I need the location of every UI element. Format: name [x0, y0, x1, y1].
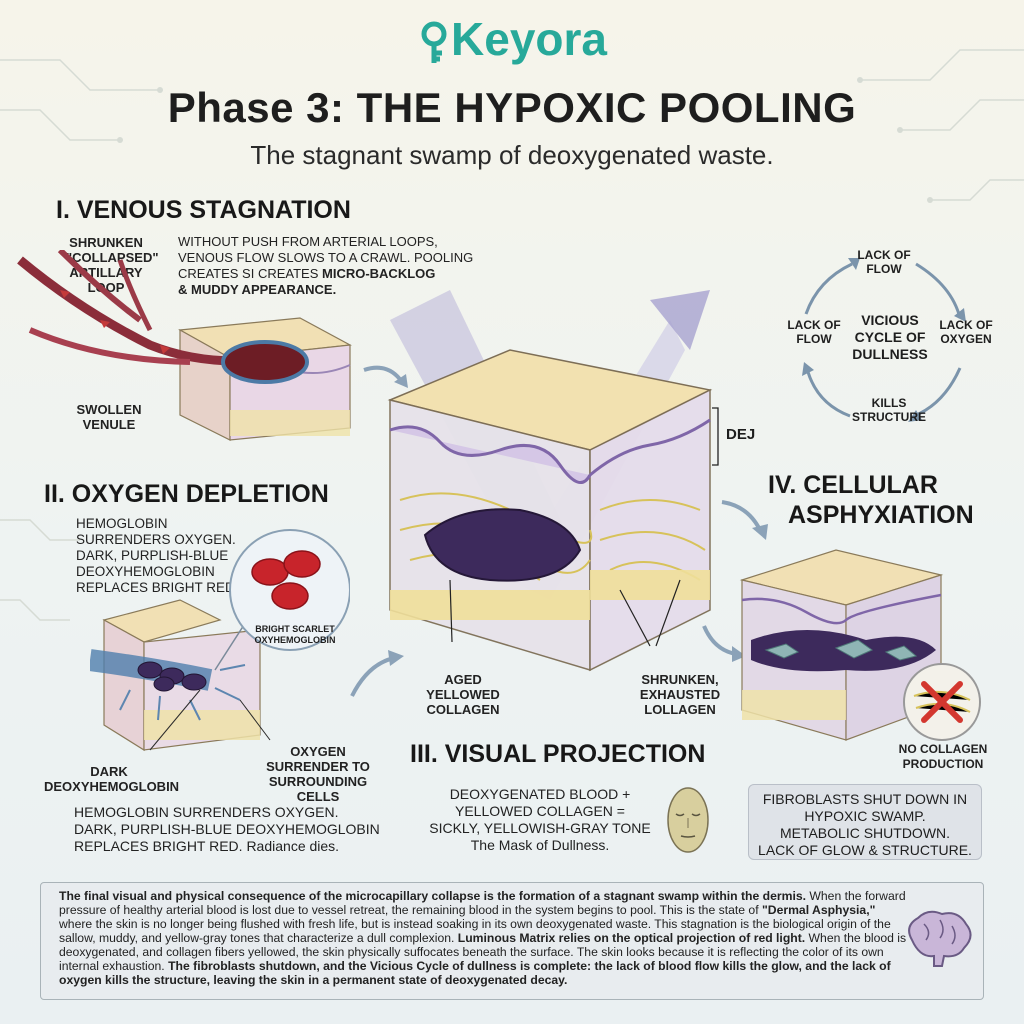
footer-description: The final visual and physical consequenc…	[40, 882, 984, 1000]
brain-icon	[908, 910, 972, 967]
oxygen-description: HEMOGLOBIN SURRENDERS OXYGEN. DARK, PURP…	[76, 516, 239, 595]
venous-skin-block	[17, 250, 352, 441]
brand-logo: Keyora	[0, 12, 1024, 66]
label-swollen-venule: SWOLLEN VENULE	[76, 402, 142, 432]
section-asphyxiation-heading: IV. CELLULAR ASPHYXIATION	[768, 471, 974, 529]
no-collagen-icon	[903, 663, 981, 741]
logo-text: Keyora	[451, 13, 607, 65]
arrow-to-center-2	[350, 650, 404, 697]
section-oxygen-heading: II. OXYGEN DEPLETION	[44, 480, 329, 508]
arrow-to-asphyxiation	[721, 500, 768, 540]
oxygen-skin-block	[90, 529, 350, 752]
arrow-to-center-1	[363, 365, 408, 388]
section-visual-heading: III. VISUAL PROJECTION	[410, 740, 706, 768]
dej-label: DEJ	[726, 426, 756, 443]
section-venous-heading: I. VENOUS STAGNATION	[56, 196, 351, 224]
page-subtitle: The stagnant swamp of deoxygenated waste…	[250, 140, 774, 170]
visual-projection-text: DEOXYGENATED BLOOD + YELLOWED COLLAGEN =…	[429, 786, 651, 853]
venous-description: WITHOUT PUSH FROM ARTERIAL LOOPS, VENOUS…	[178, 234, 474, 297]
key-logo-icon	[421, 21, 447, 63]
arrow-to-cube-4	[702, 625, 746, 662]
oxygen-bottom-description: HEMOGLOBIN SURRENDERS OXYGEN. DARK, PURP…	[74, 804, 380, 854]
page-title: Phase 3: THE HYPOXIC POOLING	[167, 84, 857, 131]
fibroblast-shutdown-box: FIBROBLASTS SHUT DOWN IN HYPOXIC SWAMP. …	[748, 784, 982, 860]
vicious-cycle-diagram	[802, 258, 966, 422]
central-skin-block	[387, 290, 719, 672]
dull-face-icon	[667, 787, 709, 853]
